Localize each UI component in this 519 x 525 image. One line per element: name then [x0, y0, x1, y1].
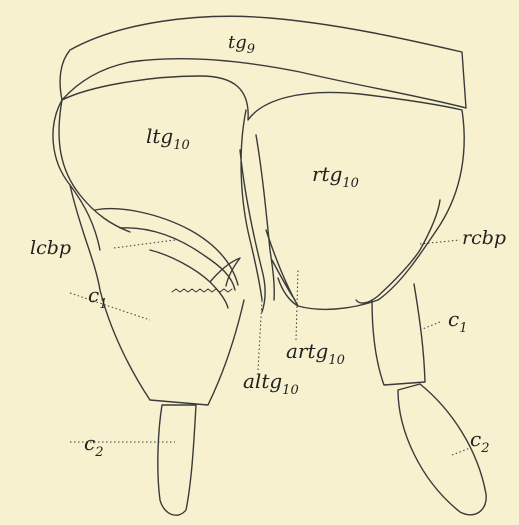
- left-cercobasal-process-outline: [95, 209, 240, 308]
- spiny-edge: [172, 289, 232, 292]
- tergite-9-outline: [60, 16, 466, 108]
- c2-right-leader: [452, 448, 470, 455]
- label-c1-left: c1: [88, 283, 107, 312]
- label-ltg10: ltg10: [146, 124, 190, 153]
- right-tergite-10-appendage: [266, 230, 298, 306]
- lcbp-leader: [114, 240, 175, 248]
- label-rtg10: rtg10: [312, 162, 359, 191]
- c1-left-leader: [70, 293, 150, 320]
- left-cercus-2-outline: [158, 405, 196, 515]
- left-tergite-outline: [59, 100, 130, 232]
- right-cercobasal-process-outline: [356, 200, 440, 303]
- altg10-leader: [258, 300, 262, 370]
- c1-right-leader: [420, 322, 440, 330]
- left-tergite-10-appendage: [240, 110, 274, 312]
- label-tg9: tg9: [228, 32, 255, 57]
- label-rcbp: rcbp: [462, 227, 506, 249]
- label-c1-right: c1: [448, 307, 467, 336]
- label-c2-left: c2: [84, 431, 103, 460]
- rcbp-leader: [420, 240, 460, 244]
- label-artg10: artg10: [286, 339, 345, 368]
- label-altg10: altg10: [243, 369, 299, 398]
- body-outline: [53, 76, 464, 309]
- label-lcbp: lcbp: [30, 237, 71, 259]
